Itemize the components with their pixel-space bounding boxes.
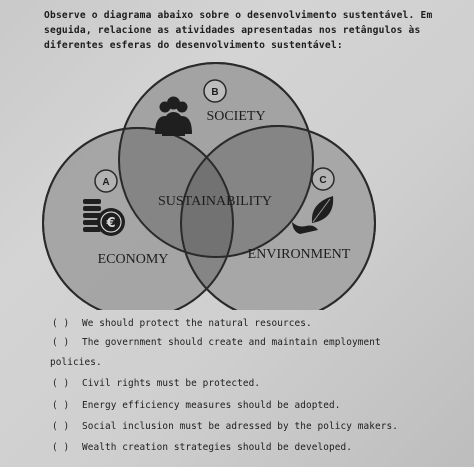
environment-letter: C — [319, 175, 326, 186]
question-text: Civil rights must be protected. — [82, 378, 261, 389]
economy-label: ECONOMY — [98, 252, 169, 267]
question-item: ( ) Energy efficiency measures should be … — [52, 399, 452, 412]
center-label: SUSTAINABILITY — [158, 194, 272, 209]
question-continuation: policies. — [50, 356, 450, 369]
question-text: Energy efficiency measures should be ado… — [82, 400, 341, 411]
question-item: ( ) Social inclusion must be adressed by … — [52, 420, 452, 433]
environment-letter-badge: C — [311, 167, 335, 191]
question-item: ( ) We should protect the natural resourc… — [52, 317, 452, 330]
society-letter: B — [211, 87, 218, 98]
society-label: SOCIETY — [206, 109, 265, 124]
answer-blank[interactable]: ( ) — [52, 400, 70, 411]
economy-letter-badge: A — [94, 169, 118, 193]
answer-blank[interactable]: ( ) — [52, 337, 70, 348]
instructions: Observe o diagrama abaixo sobre o desenv… — [44, 8, 444, 53]
answer-blank[interactable]: ( ) — [52, 442, 70, 453]
coins-euro-icon: € — [83, 199, 125, 236]
question-item: ( ) Civil rights must be protected. — [52, 377, 452, 390]
people-group-icon — [155, 96, 192, 136]
leaf-hand-icon — [292, 196, 334, 234]
society-letter-badge: B — [203, 79, 227, 103]
svg-text:€: € — [105, 216, 115, 231]
question-text: Wealth creation strategies should be dev… — [82, 442, 352, 453]
instructions-line-3: diferentes esferas do desenvolvimento su… — [44, 40, 343, 51]
environment-label: ENVIRONMENT — [248, 247, 351, 262]
instructions-line-1: Observe o diagrama abaixo sobre o desenv… — [44, 10, 433, 21]
answer-blank[interactable]: ( ) — [52, 421, 70, 432]
question-text: The government should create and maintai… — [82, 337, 381, 348]
question-item: ( ) The government should create and main… — [52, 336, 452, 349]
instructions-line-2: seguida, relacione as atividades apresen… — [44, 25, 421, 36]
answer-blank[interactable]: ( ) — [52, 378, 70, 389]
economy-letter: A — [102, 177, 109, 188]
question-text: Social inclusion must be adressed by the… — [82, 421, 398, 432]
venn-diagram: B A C € — [42, 62, 376, 310]
question-text: We should protect the natural resources. — [82, 318, 312, 329]
answer-blank[interactable]: ( ) — [52, 318, 70, 329]
question-item: ( ) Wealth creation strategies should be … — [52, 441, 452, 454]
question-text-continued: policies. — [50, 357, 102, 368]
